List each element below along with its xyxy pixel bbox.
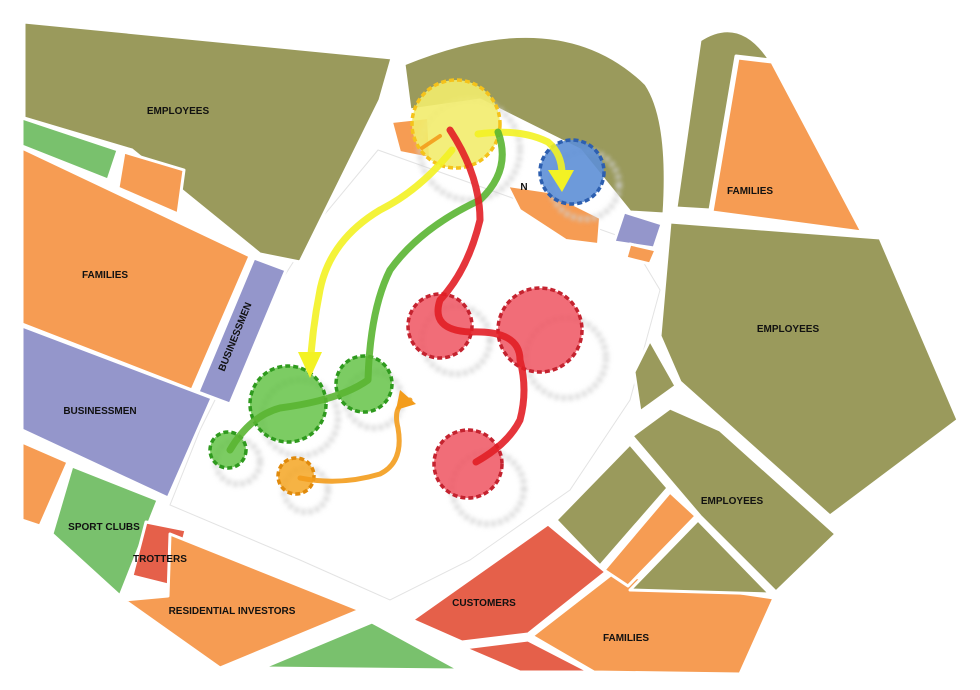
node-orange [276,456,316,496]
parcel-businessmen-diag [196,256,288,406]
flow-red [434,126,528,466]
parcel-residential-investors [122,532,362,670]
label-families-top-right: FAMILIES [727,186,773,197]
parcel-families-top-right [710,56,864,234]
label-employees-top: EMPLOYEES [147,106,210,117]
arrowhead-yellow-left [298,352,322,378]
parcel-sport-clubs [50,464,160,598]
parcel-orange-block-b [602,490,698,588]
arrowhead-orange [396,390,416,410]
parcel-orange-small-top [116,150,186,216]
label-sport-clubs: SPORT CLUBS [68,522,140,533]
arrowhead-yellow-right [548,170,574,192]
parcel-employees-right [658,220,960,518]
label-families-bottom: FAMILIES [603,633,649,644]
node-yellow-hub [410,78,502,170]
node-red-1 [406,292,474,360]
flow-orange-hub-tick [420,134,442,150]
node-red-3 [432,428,504,500]
parcel-olive-right-small [632,338,678,414]
parcel-olive-top-right [674,29,772,212]
parcel-businessmen-left [20,324,214,500]
node-red-2 [496,286,584,374]
parcel-employees-mid [630,406,838,594]
parcel-orange-small-hub [624,242,658,266]
parcel-green-bottom [260,620,462,672]
parcel-customers-lower [462,638,592,674]
label-families-left: FAMILIES [82,270,128,281]
flow-orange [297,397,413,484]
parcel-green-small-top [20,116,120,182]
parcel-customers [410,522,608,644]
label-businessmen-left: BUSINESSMEN [63,406,136,417]
parcel-families-bottom [530,572,776,676]
flow-yellow-left [306,146,456,374]
label-trotters: TROTTERS [133,554,187,565]
label-employees-mid: EMPLOYEES [701,496,764,507]
label-residential-investors: RESIDENTIAL INVESTORS [169,606,296,617]
label-stray-letter: N [520,182,527,193]
parcel-orange-left-bottom [20,440,70,528]
label-employees-right: EMPLOYEES [757,324,820,335]
parcel-olive-block-c [628,518,772,596]
parcel-olive-block-a [554,442,670,568]
label-customers: CUSTOMERS [452,598,516,609]
